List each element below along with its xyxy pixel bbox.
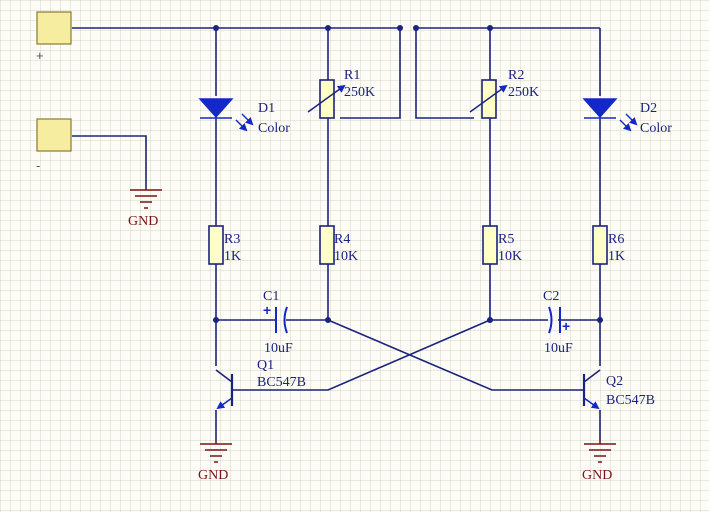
transistor-q2[interactable]: Q2 BC547B <box>582 369 655 410</box>
resistor-value: 10K <box>498 249 522 264</box>
pot-value: 250K <box>344 85 375 100</box>
junction-dot <box>487 25 493 31</box>
wire-cross-to-q1-base <box>232 319 491 391</box>
ground-symbol-supply: GND <box>128 188 162 229</box>
junction-dot <box>487 317 493 323</box>
transistor-ref: Q2 <box>606 374 623 389</box>
junctions <box>213 25 603 323</box>
pot-ref: R1 <box>344 68 360 83</box>
capacitor-ref: C2 <box>543 289 559 304</box>
junction-dot <box>325 25 331 31</box>
ground-symbol-q1: GND <box>198 440 232 483</box>
terminal-pad[interactable] <box>36 118 72 152</box>
resistor-value: 1K <box>608 249 625 264</box>
resistor-value: 10K <box>334 249 358 264</box>
resistor-ref: R4 <box>334 232 350 247</box>
potentiometer-r1[interactable]: R1 250K <box>307 68 375 119</box>
junction-dot <box>325 317 331 323</box>
capacitor-polarity: + <box>562 318 570 334</box>
wires <box>72 27 601 440</box>
led-ref: D2 <box>640 101 657 116</box>
resistor-body <box>208 225 224 265</box>
wire-rail-left <box>72 27 401 119</box>
resistor-body <box>319 225 335 265</box>
wire-r2-wiper <box>415 28 474 119</box>
resistor-ref: R6 <box>608 232 624 247</box>
terminal-positive[interactable]: + <box>36 11 72 63</box>
led-ref: D1 <box>258 101 275 116</box>
capacitor-c1[interactable]: C1 + 10uF <box>263 289 293 356</box>
led-d2[interactable]: D2 Color <box>582 98 672 136</box>
wire-cross-to-q2-base <box>327 319 584 391</box>
capacitor-value: 10uF <box>544 341 573 356</box>
junction-dot <box>213 317 219 323</box>
pot-value: 250K <box>508 85 539 100</box>
transistor-q1[interactable]: Q1 BC547B <box>215 358 306 410</box>
capacitor-value: 10uF <box>264 341 293 356</box>
capacitor-c2[interactable]: C2 + 10uF <box>543 289 573 356</box>
diode-body <box>582 98 618 119</box>
ground-label: GND <box>128 214 158 229</box>
potentiometer-r2[interactable]: R2 250K <box>469 68 539 119</box>
ground-label: GND <box>582 468 612 483</box>
resistor-ref: R3 <box>224 232 240 247</box>
transistor-value: BC547B <box>606 393 655 408</box>
ground-symbol-q2: GND <box>582 440 616 483</box>
led-value: Color <box>640 121 672 136</box>
resistor-ref: R5 <box>498 232 514 247</box>
pot-ref: R2 <box>508 68 524 83</box>
capacitor-polarity: + <box>263 302 271 318</box>
resistor-value: 1K <box>224 249 241 264</box>
junction-dot <box>397 25 403 31</box>
terminal-pad[interactable] <box>36 11 72 45</box>
led-d1[interactable]: D1 Color <box>198 98 290 136</box>
ground-label: GND <box>198 468 228 483</box>
diode-body <box>198 98 234 119</box>
terminal-sign: + <box>36 48 44 63</box>
resistor-body <box>482 225 498 265</box>
resistor-r6[interactable]: R6 1K <box>592 225 625 265</box>
resistor-r4[interactable]: R4 10K <box>319 225 358 265</box>
terminal-sign: - <box>36 158 40 173</box>
junction-dot <box>413 25 419 31</box>
junction-dot <box>597 317 603 323</box>
capacitor-ref: C1 <box>263 289 279 304</box>
resistor-r5[interactable]: R5 10K <box>482 225 522 265</box>
transistor-value: BC547B <box>257 375 306 390</box>
terminal-negative[interactable]: - <box>36 118 72 173</box>
resistor-r3[interactable]: R3 1K <box>208 225 241 265</box>
resistor-body <box>592 225 608 265</box>
wire-neg-gnd <box>72 135 147 188</box>
led-value: Color <box>258 121 290 136</box>
junction-dot <box>213 25 219 31</box>
transistor-ref: Q1 <box>257 358 274 373</box>
